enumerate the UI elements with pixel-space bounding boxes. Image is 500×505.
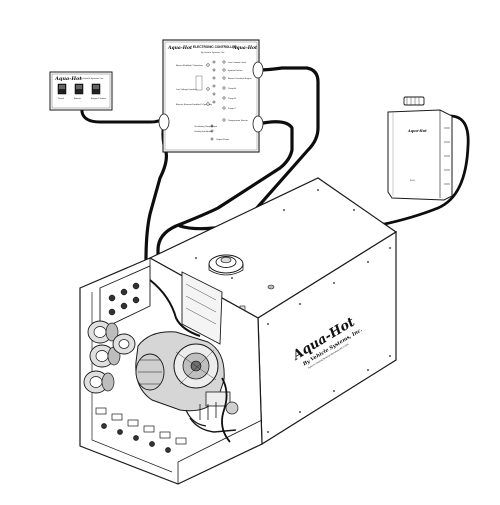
led-output-power-icon — [210, 137, 214, 141]
indicator-label-electric: Electric Element Enabled / Operating — [176, 103, 213, 106]
port-icon — [101, 423, 107, 429]
controller-title: ELECTRONIC CONTROLLER — [193, 45, 237, 49]
indicator-label-circ-pump: Circulating Pump Active — [194, 125, 218, 128]
remote-panel-logo: Aqua-Hot — [54, 76, 82, 82]
fitting-icon — [111, 413, 123, 421]
port-icon — [133, 435, 139, 441]
connector-port-icon — [132, 296, 140, 304]
led-ignition-icon — [222, 68, 226, 72]
connector-port-icon — [108, 308, 116, 316]
remote-switch-electric[interactable] — [74, 83, 84, 95]
controller-logo-left: Aqua-Hot — [167, 45, 193, 51]
indicator-label-output-power: Output Power — [216, 138, 230, 141]
electronic-controller: Aqua-Hot Aqua-Hot ELECTRONIC CONTROLLER … — [158, 39, 264, 153]
remote-switch-label-diesel: Diesel — [58, 98, 65, 100]
fitting-icon — [143, 425, 155, 433]
connector-port-icon — [120, 302, 128, 310]
indicator-label-pump-c: Pump C — [228, 108, 236, 110]
fuel-pump-icon — [205, 391, 231, 407]
fitting-icon — [95, 407, 107, 415]
remote-switch-label-electric: Electric — [74, 97, 82, 100]
led-cooling-fan-icon — [210, 129, 214, 133]
indicator-label-low-coolant: Low Coolant Level — [228, 61, 247, 64]
fitting-icon — [175, 437, 187, 445]
connector-port-icon — [108, 294, 116, 302]
indicator-label-temp-sensor: Temperature Sensor — [228, 119, 248, 122]
heater-inner-board — [181, 271, 223, 345]
remote-panel-subtitle: By Vehicle Systems, Inc. — [80, 77, 104, 80]
indicator-label-burner: Burner Enabled / Operating — [176, 64, 203, 67]
reservoir-full-label: FULL — [410, 180, 416, 182]
controller-left-indicators: Burner Enabled / Operating Low Voltage I… — [176, 63, 213, 106]
heater-rivets — [195, 189, 391, 433]
led-low-voltage-icon — [206, 87, 210, 91]
port-icon — [149, 441, 155, 447]
reservoir-level-ticks — [444, 127, 450, 185]
led-burner-icon — [206, 63, 210, 67]
port-icon — [117, 429, 123, 435]
led-pump-a-icon — [222, 86, 226, 90]
fitting-icon — [127, 419, 139, 427]
indicator-label-low-voltage: Low Voltage Interlock — [176, 88, 198, 91]
controller-logo-right: Aqua-Hot — [232, 45, 258, 51]
remote-switch-engine-preheat[interactable] — [91, 83, 101, 95]
pump-d-icon — [112, 333, 136, 355]
burner-motor-assembly — [135, 331, 239, 415]
connector-port-icon — [120, 288, 128, 296]
led-pump-b-icon — [222, 96, 226, 100]
remote-switch-diesel[interactable] — [57, 83, 67, 95]
pump-a-icon — [87, 320, 119, 344]
pump-c-icon — [83, 370, 115, 394]
controller-middle-leds — [195, 60, 216, 104]
remote-switch-panel: Aqua-Hot By Vehicle Systems, Inc. Diesel… — [49, 71, 113, 111]
heater-connector-panel — [99, 265, 151, 331]
indicator-label-overheat: Burner Overheat Engine — [228, 77, 252, 80]
indicator-label-pump-b: Pump B — [228, 98, 236, 100]
heater-unit: Aqua-Hot By Vehicle Systems, Inc. Hydron… — [79, 177, 398, 485]
cable-controller-right-b — [156, 120, 294, 270]
plumbing-fittings — [95, 402, 237, 453]
indicator-label-pump-a: Pump A — [228, 87, 236, 90]
heater-pumps — [83, 320, 136, 394]
controller-subtitle: By Vehicle Systems, Inc. — [201, 51, 225, 54]
coolant-reservoir: Aqua-Hot FULL — [387, 96, 453, 201]
pump-b-icon — [89, 344, 121, 368]
led-circ-pump-icon — [210, 124, 214, 128]
connector-port-icon — [132, 282, 140, 290]
fitting-icon — [159, 431, 171, 439]
led-electric-icon — [206, 102, 210, 106]
remote-switch-label-engine-preheat: Engine Preheat — [91, 97, 106, 100]
indicator-label-ignition: Ignition Failure — [228, 69, 243, 72]
indicator-label-cooling-fan: Cooling Fan Active — [194, 130, 213, 133]
led-low-coolant-icon — [222, 60, 226, 64]
reservoir-label: Aqua-Hot — [407, 129, 427, 133]
controller-right-indicators: Low Coolant Level Ignition Failure Burne… — [194, 60, 252, 141]
heater-fill-cap — [208, 254, 244, 276]
led-overheat-icon — [222, 76, 226, 80]
led-temp-sensor-icon — [222, 118, 226, 122]
led-pump-c-icon — [222, 106, 226, 110]
port-icon — [165, 447, 171, 453]
